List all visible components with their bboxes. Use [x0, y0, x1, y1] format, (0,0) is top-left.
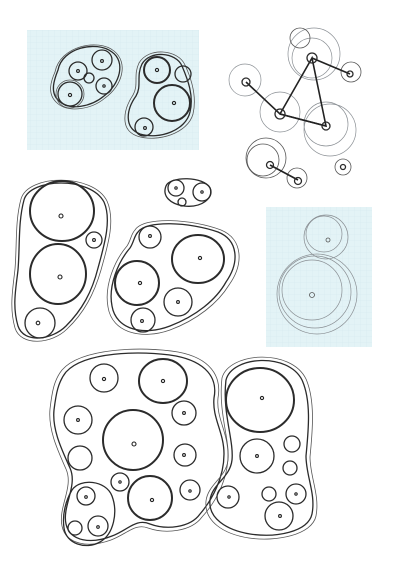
cell-network-top-right — [228, 27, 362, 189]
cell-cluster-peanut — [124, 51, 195, 139]
panel-top-left — [27, 30, 199, 150]
cell-cluster-middle — [106, 220, 240, 335]
cell-cluster-small-trio — [164, 178, 212, 207]
cell-cluster-bottom-right — [205, 356, 318, 540]
cell-cluster-left — [11, 179, 112, 342]
cell-cluster-panel-right — [276, 214, 358, 335]
cell-cluster-bottom-large — [49, 348, 229, 547]
panel-right — [266, 207, 372, 347]
cell-cluster-top-left — [50, 44, 123, 110]
